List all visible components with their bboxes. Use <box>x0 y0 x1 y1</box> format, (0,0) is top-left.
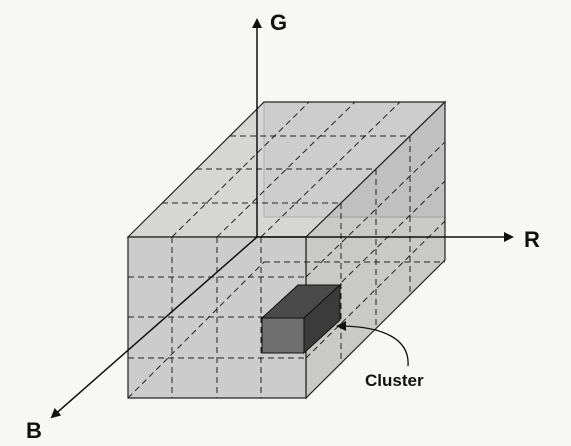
b-axis-label: B <box>26 418 42 443</box>
b-axis-line <box>50 236 258 419</box>
cluster-label: Cluster <box>365 371 424 390</box>
cluster-box <box>260 283 342 355</box>
g-axis-label: G <box>270 10 287 35</box>
cluster-front-face <box>261 317 305 354</box>
cluster-pointer <box>336 321 409 367</box>
cube-grid-lines <box>127 101 446 399</box>
axes <box>50 18 514 419</box>
r-axis-label: R <box>524 227 540 252</box>
